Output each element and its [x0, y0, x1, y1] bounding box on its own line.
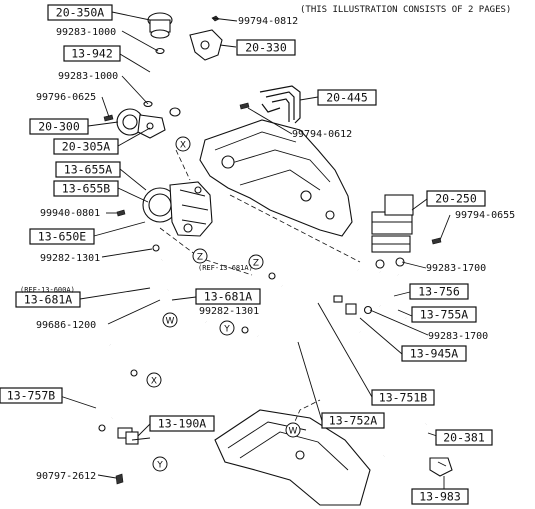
callout-w-2: W	[285, 422, 301, 438]
part-99283-1000-b: 99283-1000	[58, 71, 118, 82]
label-13-752A: 13-752A	[321, 412, 385, 429]
label-13-945A: 13-945A	[401, 345, 467, 362]
part-99282-1301-a: 99282-1301	[40, 253, 100, 264]
svg-text:20-305A: 20-305A	[62, 140, 111, 154]
label-13-983: 13-983	[411, 488, 469, 505]
label-20-330: 20-330	[236, 39, 296, 56]
label-13-942: 13-942	[63, 45, 121, 62]
label-20-445: 20-445	[317, 89, 377, 106]
callout-z-1: Z	[192, 248, 208, 264]
pipe-assembly-drawing	[239, 85, 301, 124]
callout-z-2: Z	[248, 254, 264, 270]
label-20-300: 20-300	[29, 118, 89, 135]
callout-y-1: Y	[219, 320, 235, 336]
label-13-751B: 13-751B	[371, 389, 435, 406]
label-13-655B: 13-655B	[53, 180, 119, 197]
svg-text:13-755A: 13-755A	[420, 308, 469, 322]
part-99794-0812: 99794-0812	[238, 16, 298, 27]
svg-text:W: W	[166, 317, 175, 327]
leader-lines	[59, 11, 451, 489]
svg-text:20-350A: 20-350A	[56, 6, 105, 20]
svg-text:Z: Z	[253, 259, 259, 269]
svg-text:X: X	[151, 377, 157, 387]
callout-y-2: Y	[152, 456, 168, 472]
part-90797-2612: 90797-2612	[36, 471, 96, 482]
part-99282-1301-b-text: 99282-1301	[199, 306, 259, 317]
label-13-756: 13-756	[409, 283, 469, 300]
part-99794-0655: 99794-0655	[455, 210, 515, 221]
label-13-755A: 13-755A	[411, 306, 477, 323]
svg-text:Z: Z	[197, 253, 203, 263]
svg-text:13-655A: 13-655A	[64, 163, 113, 177]
svg-text:20-330: 20-330	[245, 41, 287, 55]
label-20-350A: 20-350A	[47, 4, 113, 21]
svg-text:X: X	[180, 141, 186, 151]
callout-w-1: W	[162, 312, 178, 328]
bracket-drawing	[189, 15, 223, 61]
label-20-381: 20-381	[435, 429, 493, 446]
svg-text:13-757B: 13-757B	[7, 389, 56, 403]
label-13-650E: 13-650E	[29, 228, 95, 245]
check-valve-drawing	[98, 424, 151, 485]
part-99794-0612: 99794-0612	[292, 129, 352, 140]
air-valve-drawing	[147, 12, 173, 39]
solenoid-valve-drawing	[371, 194, 442, 269]
label-20-305A: 20-305A	[53, 138, 119, 155]
throttle-body-drawing	[116, 181, 213, 252]
part-99940-0801: 99940-0801	[40, 208, 100, 219]
intake-manifold-drawing	[199, 119, 353, 237]
svg-text:13-942: 13-942	[71, 47, 113, 61]
part-99283-1000-a: 99283-1000	[56, 27, 116, 38]
svg-text:13-681A: 13-681A	[204, 290, 253, 304]
svg-text:13-655B: 13-655B	[62, 182, 111, 196]
egr-valve-drawing	[103, 107, 181, 139]
svg-text:13-650E: 13-650E	[38, 230, 87, 244]
part-99283-1700-a: 99283-1700	[426, 263, 486, 274]
part-99283-1700-b: 99283-1700	[428, 331, 488, 342]
callout-x-2: X	[146, 372, 162, 388]
svg-text:13-756: 13-756	[418, 285, 460, 299]
label-13-655A: 13-655A	[55, 161, 121, 178]
part-99686-1200: 99686-1200	[36, 320, 96, 331]
label-13-681A: 13-681A	[15, 291, 81, 308]
svg-text:20-381: 20-381	[443, 431, 485, 445]
callout-x-1: X	[175, 136, 191, 152]
svg-text:20-250: 20-250	[435, 192, 477, 206]
note-ref-600A: (REF-13-600A)	[20, 286, 75, 294]
label-13-757B: 13-757B	[0, 387, 63, 404]
svg-text:Y: Y	[156, 461, 163, 471]
label-13-681A-small: 13-681A	[195, 288, 261, 305]
note-ref-681A: (REF-13-681A)	[198, 264, 253, 272]
svg-text:20-445: 20-445	[326, 91, 368, 105]
label-13-190A: 13-190A	[149, 415, 215, 432]
svg-text:20-300: 20-300	[38, 120, 80, 134]
svg-text:13-945A: 13-945A	[410, 347, 459, 361]
header-note: (THIS ILLUSTRATION CONSISTS OF 2 PAGES)	[300, 5, 511, 15]
svg-text:13-983: 13-983	[419, 490, 461, 504]
svg-text:13-681A: 13-681A	[24, 293, 73, 307]
svg-text:13-190A: 13-190A	[158, 417, 207, 431]
part-99796-0625: 99796-0625	[36, 92, 96, 103]
svg-text:W: W	[289, 427, 298, 437]
svg-text:13-752A: 13-752A	[329, 414, 378, 428]
label-20-250: 20-250	[426, 190, 486, 207]
svg-text:13-751B: 13-751B	[379, 391, 428, 405]
svg-text:Y: Y	[223, 325, 230, 335]
